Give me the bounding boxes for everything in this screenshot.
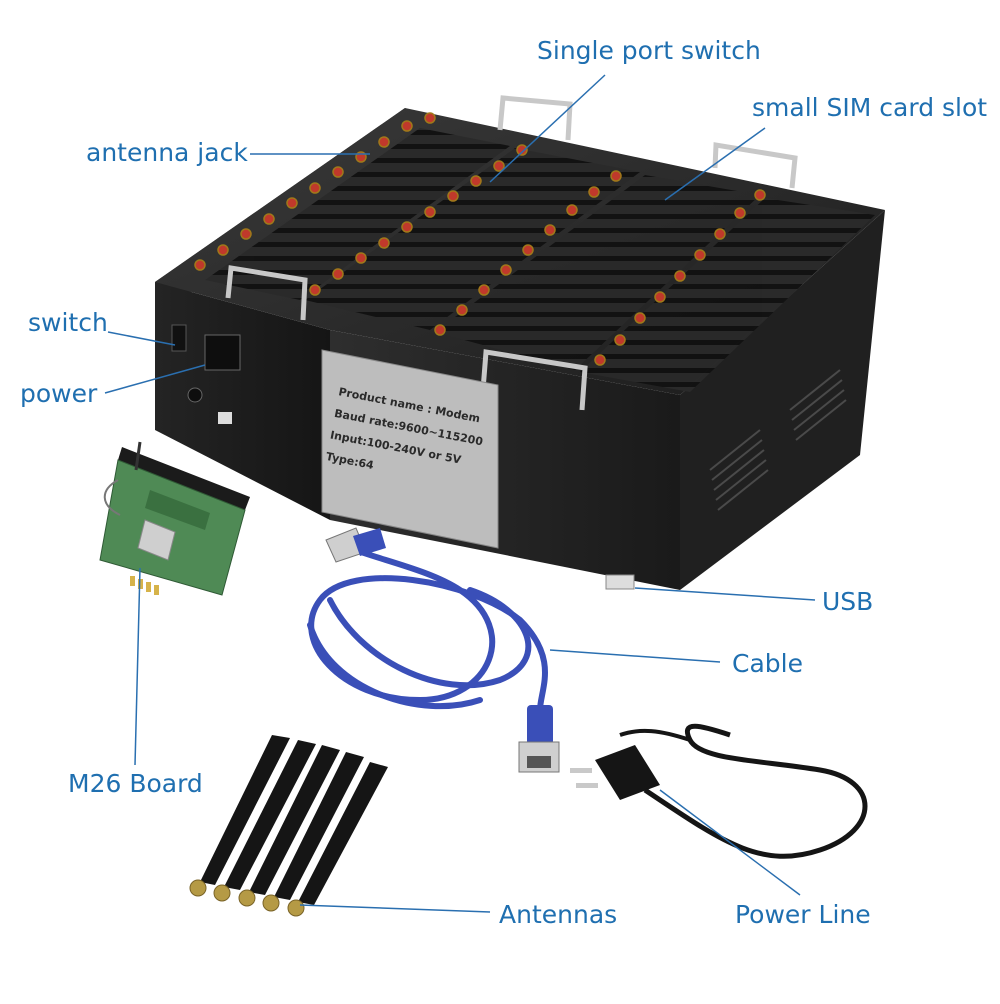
modem-chassis — [155, 95, 885, 590]
callout-antennas: Antennas — [499, 900, 618, 929]
product-plate: Product name : Modem Baud rate:9600~1152… — [321, 349, 499, 549]
callout-leader-lines — [104, 74, 816, 913]
module-bays — [205, 128, 875, 392]
antennas-group — [189, 735, 388, 917]
chassis-left-face — [155, 282, 330, 520]
m26-board — [99, 441, 250, 596]
usb-cable — [307, 545, 548, 713]
callout-power: power — [20, 379, 98, 408]
callout-usb: USB — [822, 587, 874, 616]
side-vents — [709, 369, 847, 511]
callout-m26-board: M26 Board — [68, 769, 203, 798]
power-cord — [570, 723, 868, 859]
rear-ports — [171, 324, 241, 424]
carry-handles — [225, 95, 798, 411]
usb-port — [605, 574, 635, 590]
callout-single-port-switch: Single port switch — [537, 36, 761, 65]
callout-cable: Cable — [732, 649, 803, 678]
callout-antenna-jack: antenna jack — [86, 138, 248, 167]
usb-connectors — [325, 527, 560, 773]
callout-small-sim-card-slot: small SIM card slot — [752, 93, 988, 122]
chassis-right-face — [680, 210, 885, 590]
callout-power-line: Power Line — [735, 900, 871, 929]
callout-switch: switch — [28, 308, 108, 337]
